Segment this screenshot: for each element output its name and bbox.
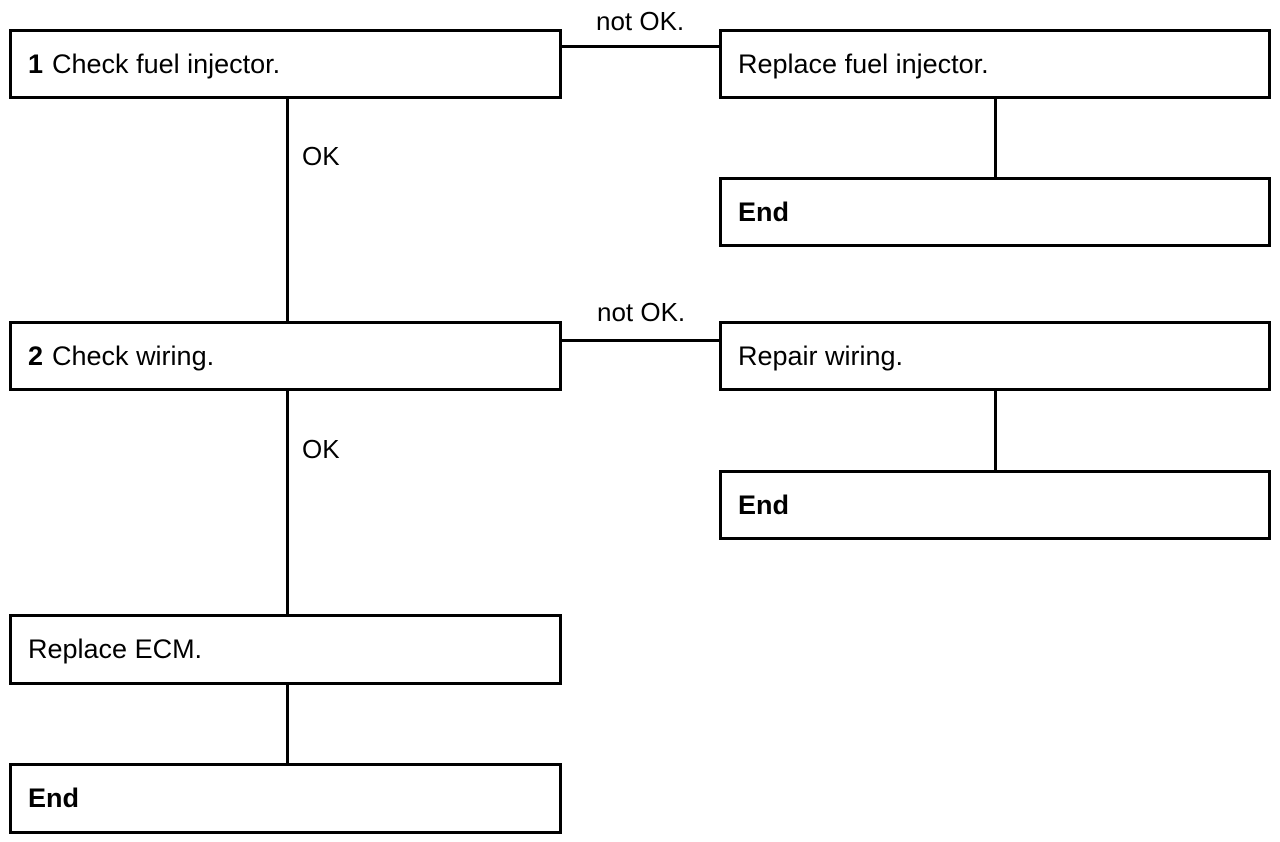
step2-not-ok-connector xyxy=(561,339,720,342)
step1-not-ok-label: not OK. xyxy=(596,6,685,36)
step2-not-ok-action-text: Repair wiring. xyxy=(738,340,904,371)
step2-text: Check wiring. xyxy=(52,340,215,371)
step2-remedy-to-end-connector xyxy=(994,390,997,471)
step2-not-ok-end-box: End xyxy=(719,470,1271,540)
step2-not-ok-action-box: Repair wiring. xyxy=(719,321,1271,391)
step1-text: Check fuel injector. xyxy=(52,48,281,79)
step2-box: 2 Check wiring. xyxy=(9,321,562,391)
final-end-box: End xyxy=(9,763,562,834)
final-end-text: End xyxy=(28,783,79,813)
step1-ok-connector xyxy=(286,97,289,322)
step1-box: 1 Check fuel injector. xyxy=(9,29,562,99)
step2-ok-label: OK xyxy=(302,434,340,464)
step1-number: 1 xyxy=(28,48,44,79)
step1-not-ok-action-text: Replace fuel injector. xyxy=(738,48,989,79)
step1-remedy-to-end-connector xyxy=(994,97,997,179)
final-action-text: Replace ECM. xyxy=(28,634,203,664)
step1-not-ok-end-box: End xyxy=(719,177,1271,247)
step2-ok-connector xyxy=(286,390,289,616)
step1-not-ok-connector xyxy=(561,45,720,48)
final-action-to-end-connector xyxy=(286,683,289,765)
step2-not-ok-label: not OK. xyxy=(597,297,686,327)
final-action-box: Replace ECM. xyxy=(9,614,562,685)
step1-not-ok-end-text: End xyxy=(738,196,789,227)
step2-number: 2 xyxy=(28,340,44,371)
step2-not-ok-end-text: End xyxy=(738,489,789,520)
step1-not-ok-action-box: Replace fuel injector. xyxy=(719,29,1271,99)
step1-ok-label: OK xyxy=(302,141,340,171)
